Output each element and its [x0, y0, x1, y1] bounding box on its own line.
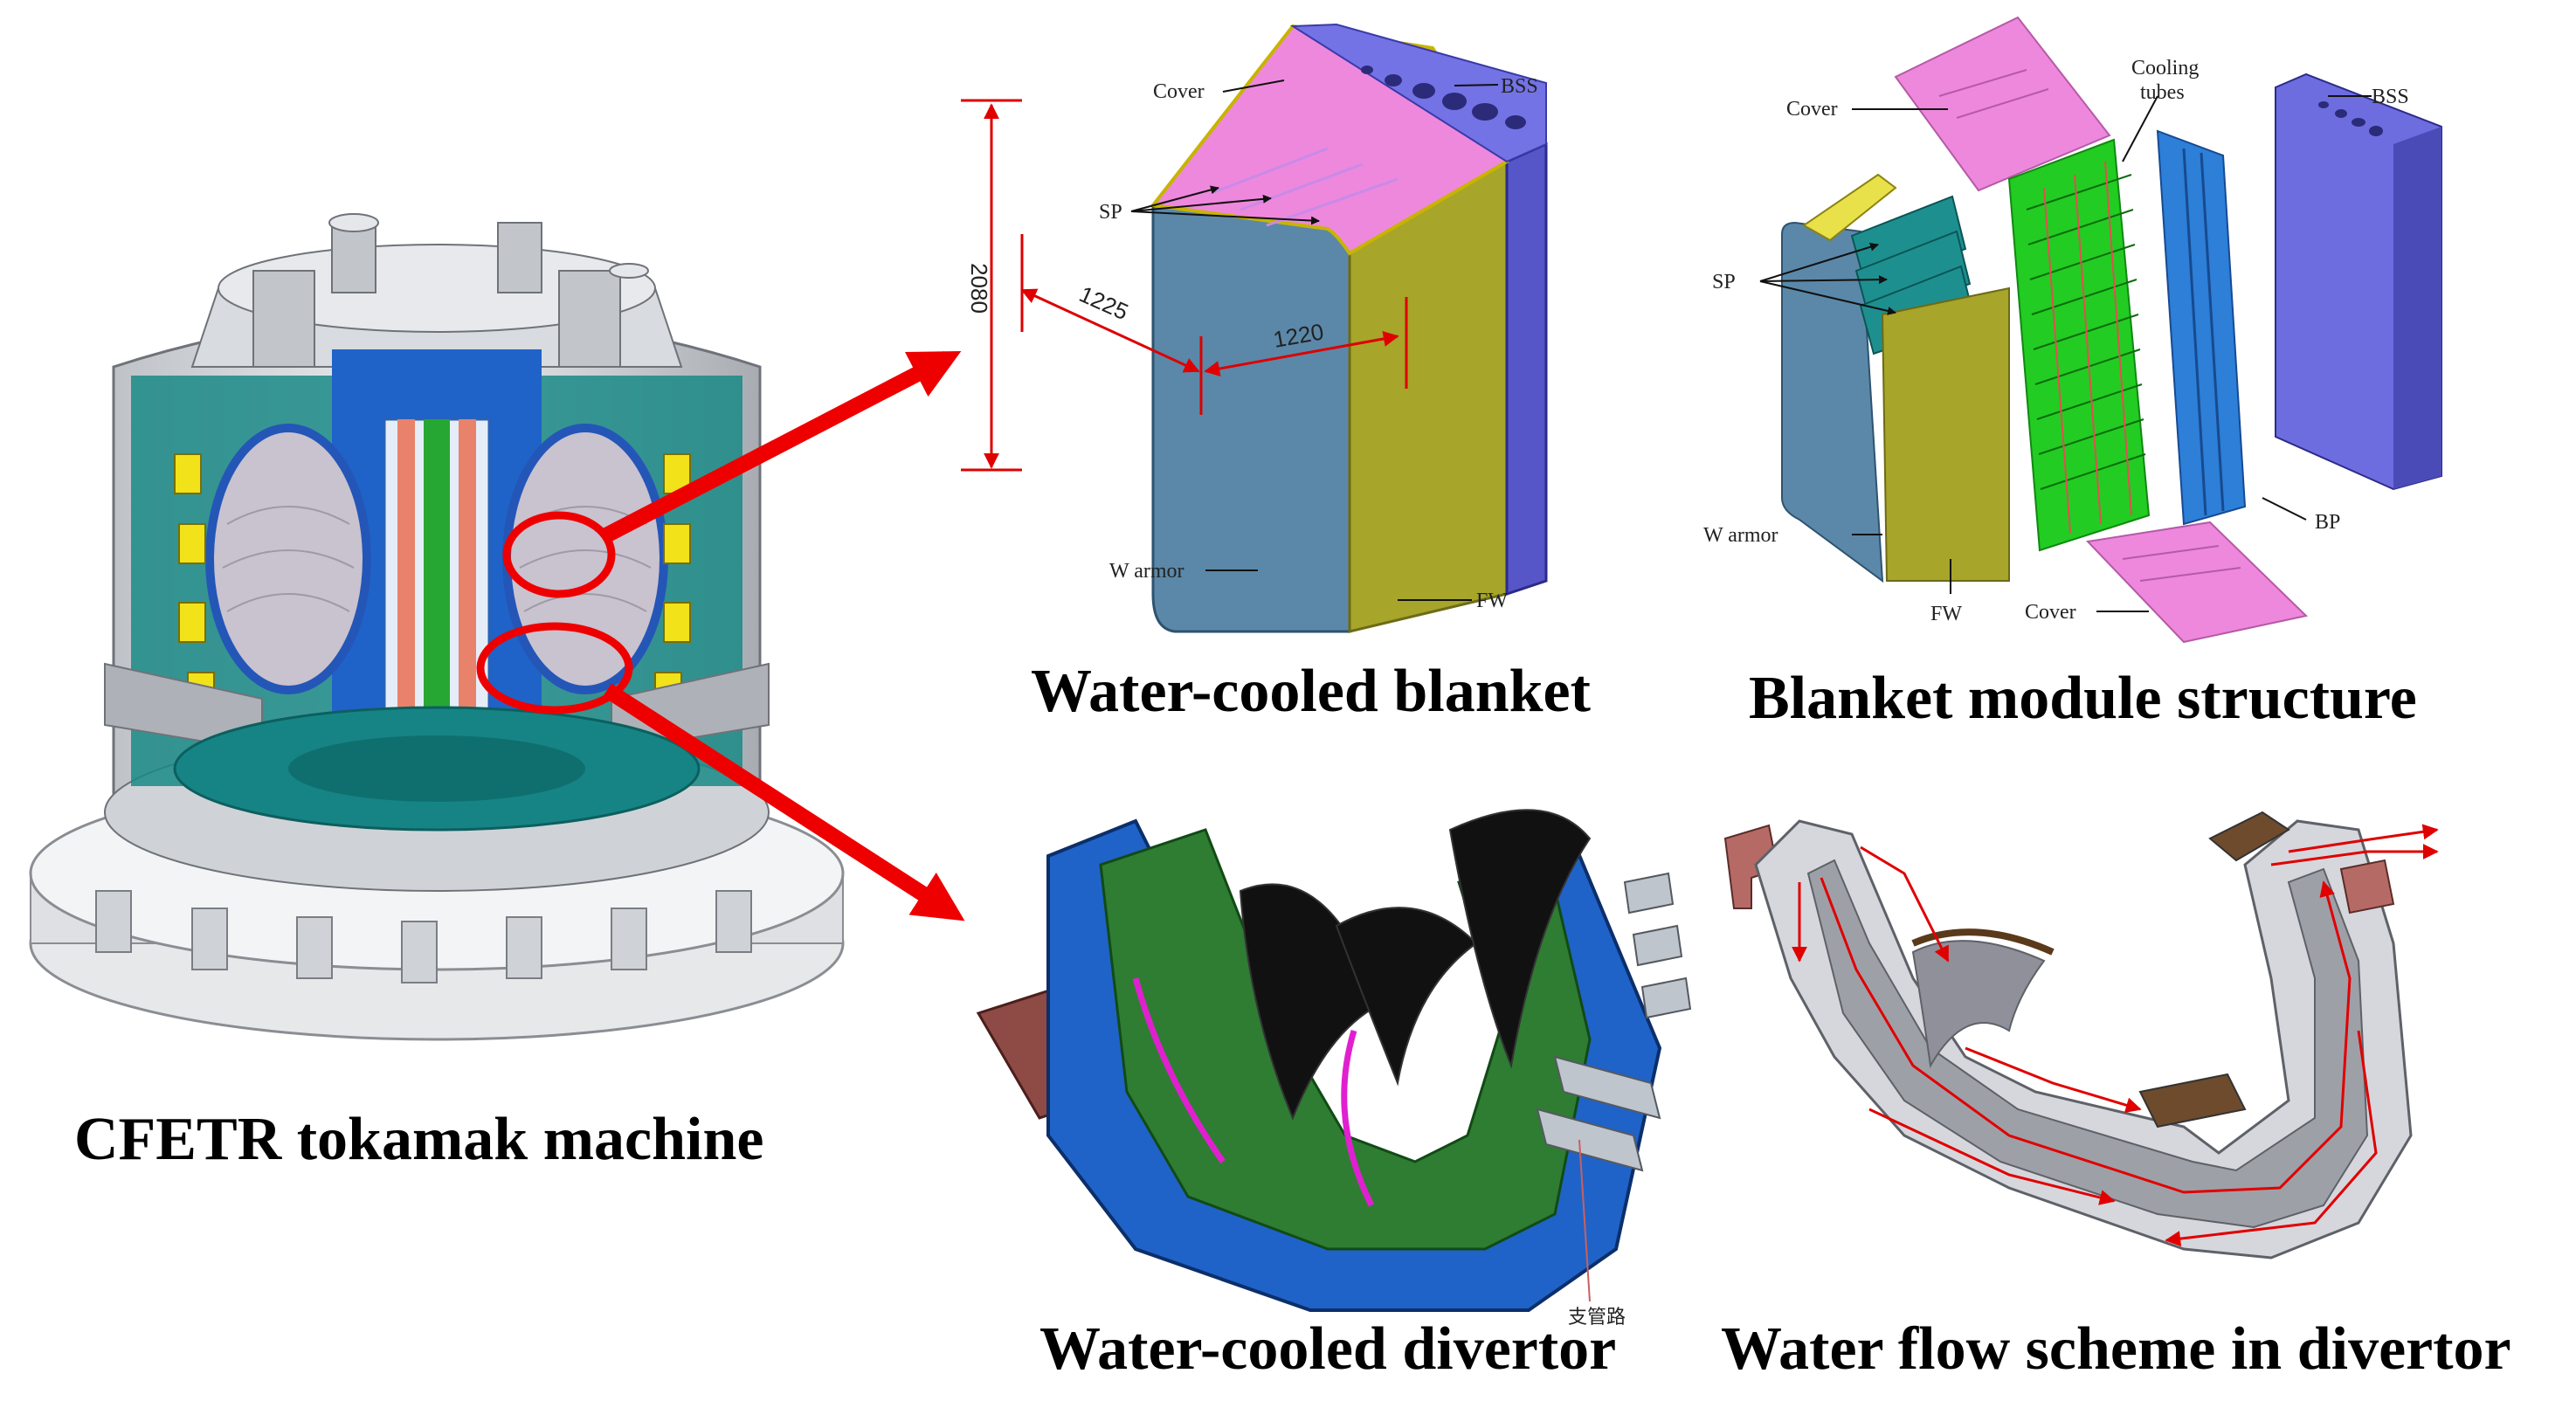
module-caption: Blanket module structure [1749, 665, 2417, 732]
divertor-pipe-label: 支管路 [1568, 1306, 1626, 1328]
module-cover-top-label: Cover [1786, 98, 1838, 121]
flow-caption: Water flow scheme in divertor [1721, 1315, 2511, 1383]
flow-scheme-illustration [1723, 811, 2439, 1260]
module-illustration [1781, 16, 2442, 644]
module-bss-label: BSS [2372, 86, 2409, 108]
blanket-w-armor-label: W armor [1109, 560, 1184, 583]
tokamak-caption: CFETR tokamak machine [74, 1106, 764, 1173]
blanket-bss-label: BSS [1501, 75, 1538, 98]
module-w-armor-label: W armor [1703, 524, 1778, 547]
divertor-pointer-arrow [603, 683, 965, 921]
divertor-caption: Water-cooled divertor [1039, 1315, 1617, 1383]
module-fw-label: FW [1930, 603, 1962, 625]
blanket-fw-label: FW [1476, 590, 1508, 612]
module-cooling-label-line2: tubes [2140, 81, 2185, 104]
divertor-illustration [976, 809, 1692, 1312]
tokamak-illustration [29, 213, 845, 1041]
blanket-dimensions [961, 99, 1408, 472]
module-sp-label: SP [1712, 271, 1736, 293]
module-cover-bottom-label: Cover [2025, 601, 2076, 624]
module-cooling-label-line1: Cooling [2131, 57, 2199, 79]
blanket-caption: Water-cooled blanket [1031, 658, 1591, 725]
module-bp-label: BP [2315, 511, 2340, 534]
blanket-illustration [1150, 23, 1548, 633]
blanket-highlight-circle [502, 511, 616, 598]
pipe-leader-line [1578, 1139, 1591, 1302]
blanket-sp-label: SP [1099, 201, 1122, 224]
blanket-cover-label: Cover [1153, 80, 1205, 103]
divertor-highlight-circle [476, 622, 633, 714]
cooling-tube-bundle [2007, 138, 2151, 552]
blanket-pointer-arrow [598, 351, 962, 544]
dim-height-label: 2080 [966, 263, 992, 314]
